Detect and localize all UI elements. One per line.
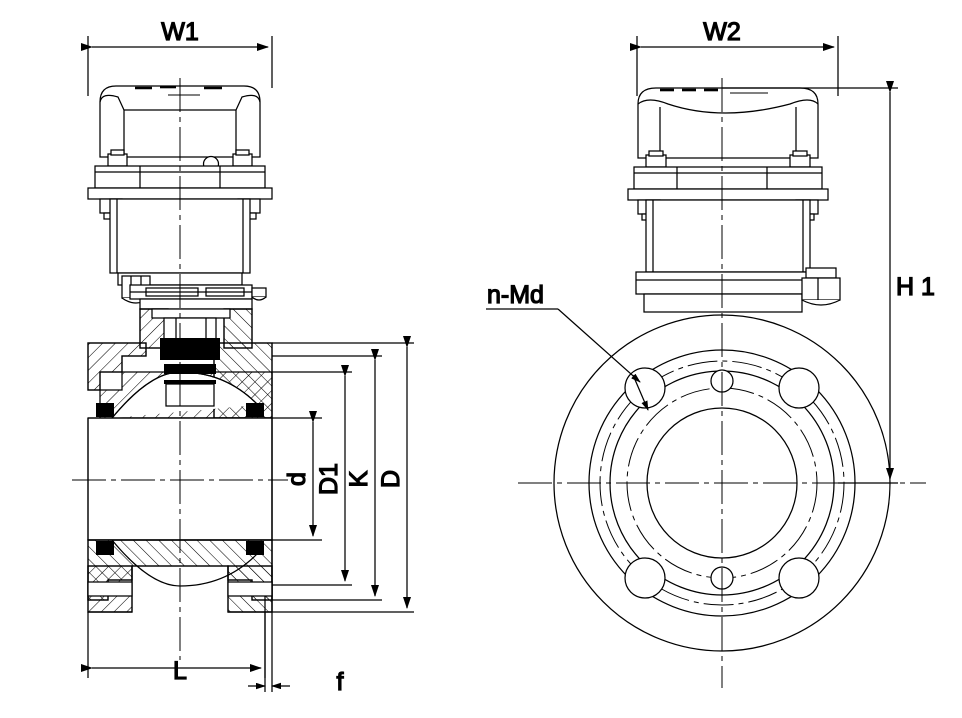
cable-gland-icon-right (801, 267, 841, 306)
dimension-label-l: L (173, 657, 187, 685)
dimension-label-d-flange: D (377, 470, 405, 488)
dimension-h1: H 1 (722, 81, 936, 484)
dimension-label-f: f (337, 668, 344, 696)
dimension-label-w1: W1 (161, 18, 199, 46)
bolt-hole (624, 557, 666, 599)
valve-body-section (87, 338, 273, 613)
dimension-label-w2: W2 (703, 18, 741, 46)
annotation-label-n-md: n-Md (487, 281, 544, 309)
actuator-mounting-bracket (129, 284, 267, 349)
annotation-n-md: n-Md (486, 280, 649, 411)
actuator-side-view (627, 87, 841, 313)
bolt-hole (778, 367, 820, 409)
dimension-d-flange: D (272, 336, 414, 613)
dimension-label-h1: H 1 (896, 273, 935, 301)
dimension-label-d: d (283, 472, 311, 486)
dimension-d-bore: d (272, 411, 322, 541)
dimension-k: K (272, 349, 382, 601)
dimension-label-k: K (345, 470, 373, 487)
flange-face-view (518, 78, 926, 688)
dimension-w1: W1 (81, 17, 273, 96)
dimension-f: f (248, 418, 344, 697)
bolt-hole (778, 557, 820, 599)
dimension-d1: D1 (272, 365, 352, 586)
dimension-w2: W2 (630, 17, 839, 96)
dimension-l: L (81, 612, 266, 686)
dimension-label-d1: D1 (315, 463, 343, 495)
